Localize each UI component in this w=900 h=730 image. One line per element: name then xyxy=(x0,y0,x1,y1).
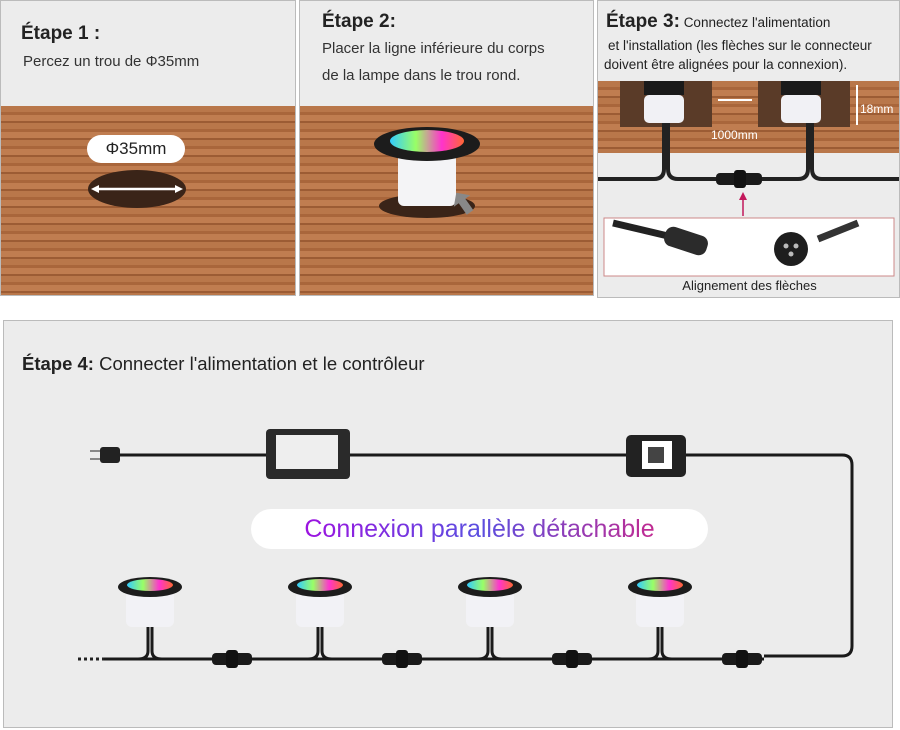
step3-text-line2: et l'installation (les flèches sur le co… xyxy=(608,38,872,53)
step4-text: Connecter l'alimentation et le contrôleu… xyxy=(99,353,425,374)
deck-lamp-icon xyxy=(458,577,592,668)
connection-illustration xyxy=(598,81,899,277)
step3-panel: Étape 3: Connectez l'alimentation et l'i… xyxy=(597,0,900,298)
connector-caption: Alignement des flèches xyxy=(682,278,817,293)
step1-title: Étape 1 : xyxy=(21,23,101,44)
step2-title: Étape 2: xyxy=(322,11,396,32)
step2-text-line2: de la lampe dans le trou rond. xyxy=(322,67,521,84)
power-plug-icon xyxy=(90,447,120,463)
power-supply-icon xyxy=(266,429,350,479)
deck-lamp-icon xyxy=(288,577,422,668)
step1-text: Percez un trou de Φ35mm xyxy=(23,53,200,70)
deck-lamp-icon xyxy=(628,577,762,668)
step2-panel: Étape 2: Placer la ligne inférieure du c… xyxy=(299,0,594,296)
deck-lamp-icon xyxy=(118,577,252,668)
hole-diameter-label: Φ35mm xyxy=(105,139,167,158)
parallel-connection-banner: Connexion parallèle détachable xyxy=(251,509,708,549)
lamp-insertion-illustration xyxy=(374,127,480,218)
wiring-diagram xyxy=(78,429,854,668)
step4-heading: Étape 4: Connecter l'alimentation et le … xyxy=(22,353,425,375)
step3-title: Étape 3: xyxy=(606,11,680,32)
step1-panel: Étape 1 : Percez un trou de Φ35mm Φ35mm xyxy=(0,0,296,296)
drill-hole-illustration xyxy=(87,135,186,208)
step4-panel: Étape 4: Connecter l'alimentation et le … xyxy=(3,320,893,728)
step3-text-line1: Connectez l'alimentation xyxy=(683,15,831,30)
step3-heading: Étape 3: Connectez l'alimentation xyxy=(606,11,830,33)
controller-icon xyxy=(626,435,686,477)
step2-text-line1: Placer la ligne inférieure du corps xyxy=(322,40,545,57)
step4-title: Étape 4: xyxy=(22,353,94,374)
lamp-height-label: 18mm xyxy=(860,102,894,116)
step3-text-line3: doivent être alignées pour la connexion)… xyxy=(604,57,848,72)
lamp-spacing-label: 1000mm xyxy=(711,128,758,142)
